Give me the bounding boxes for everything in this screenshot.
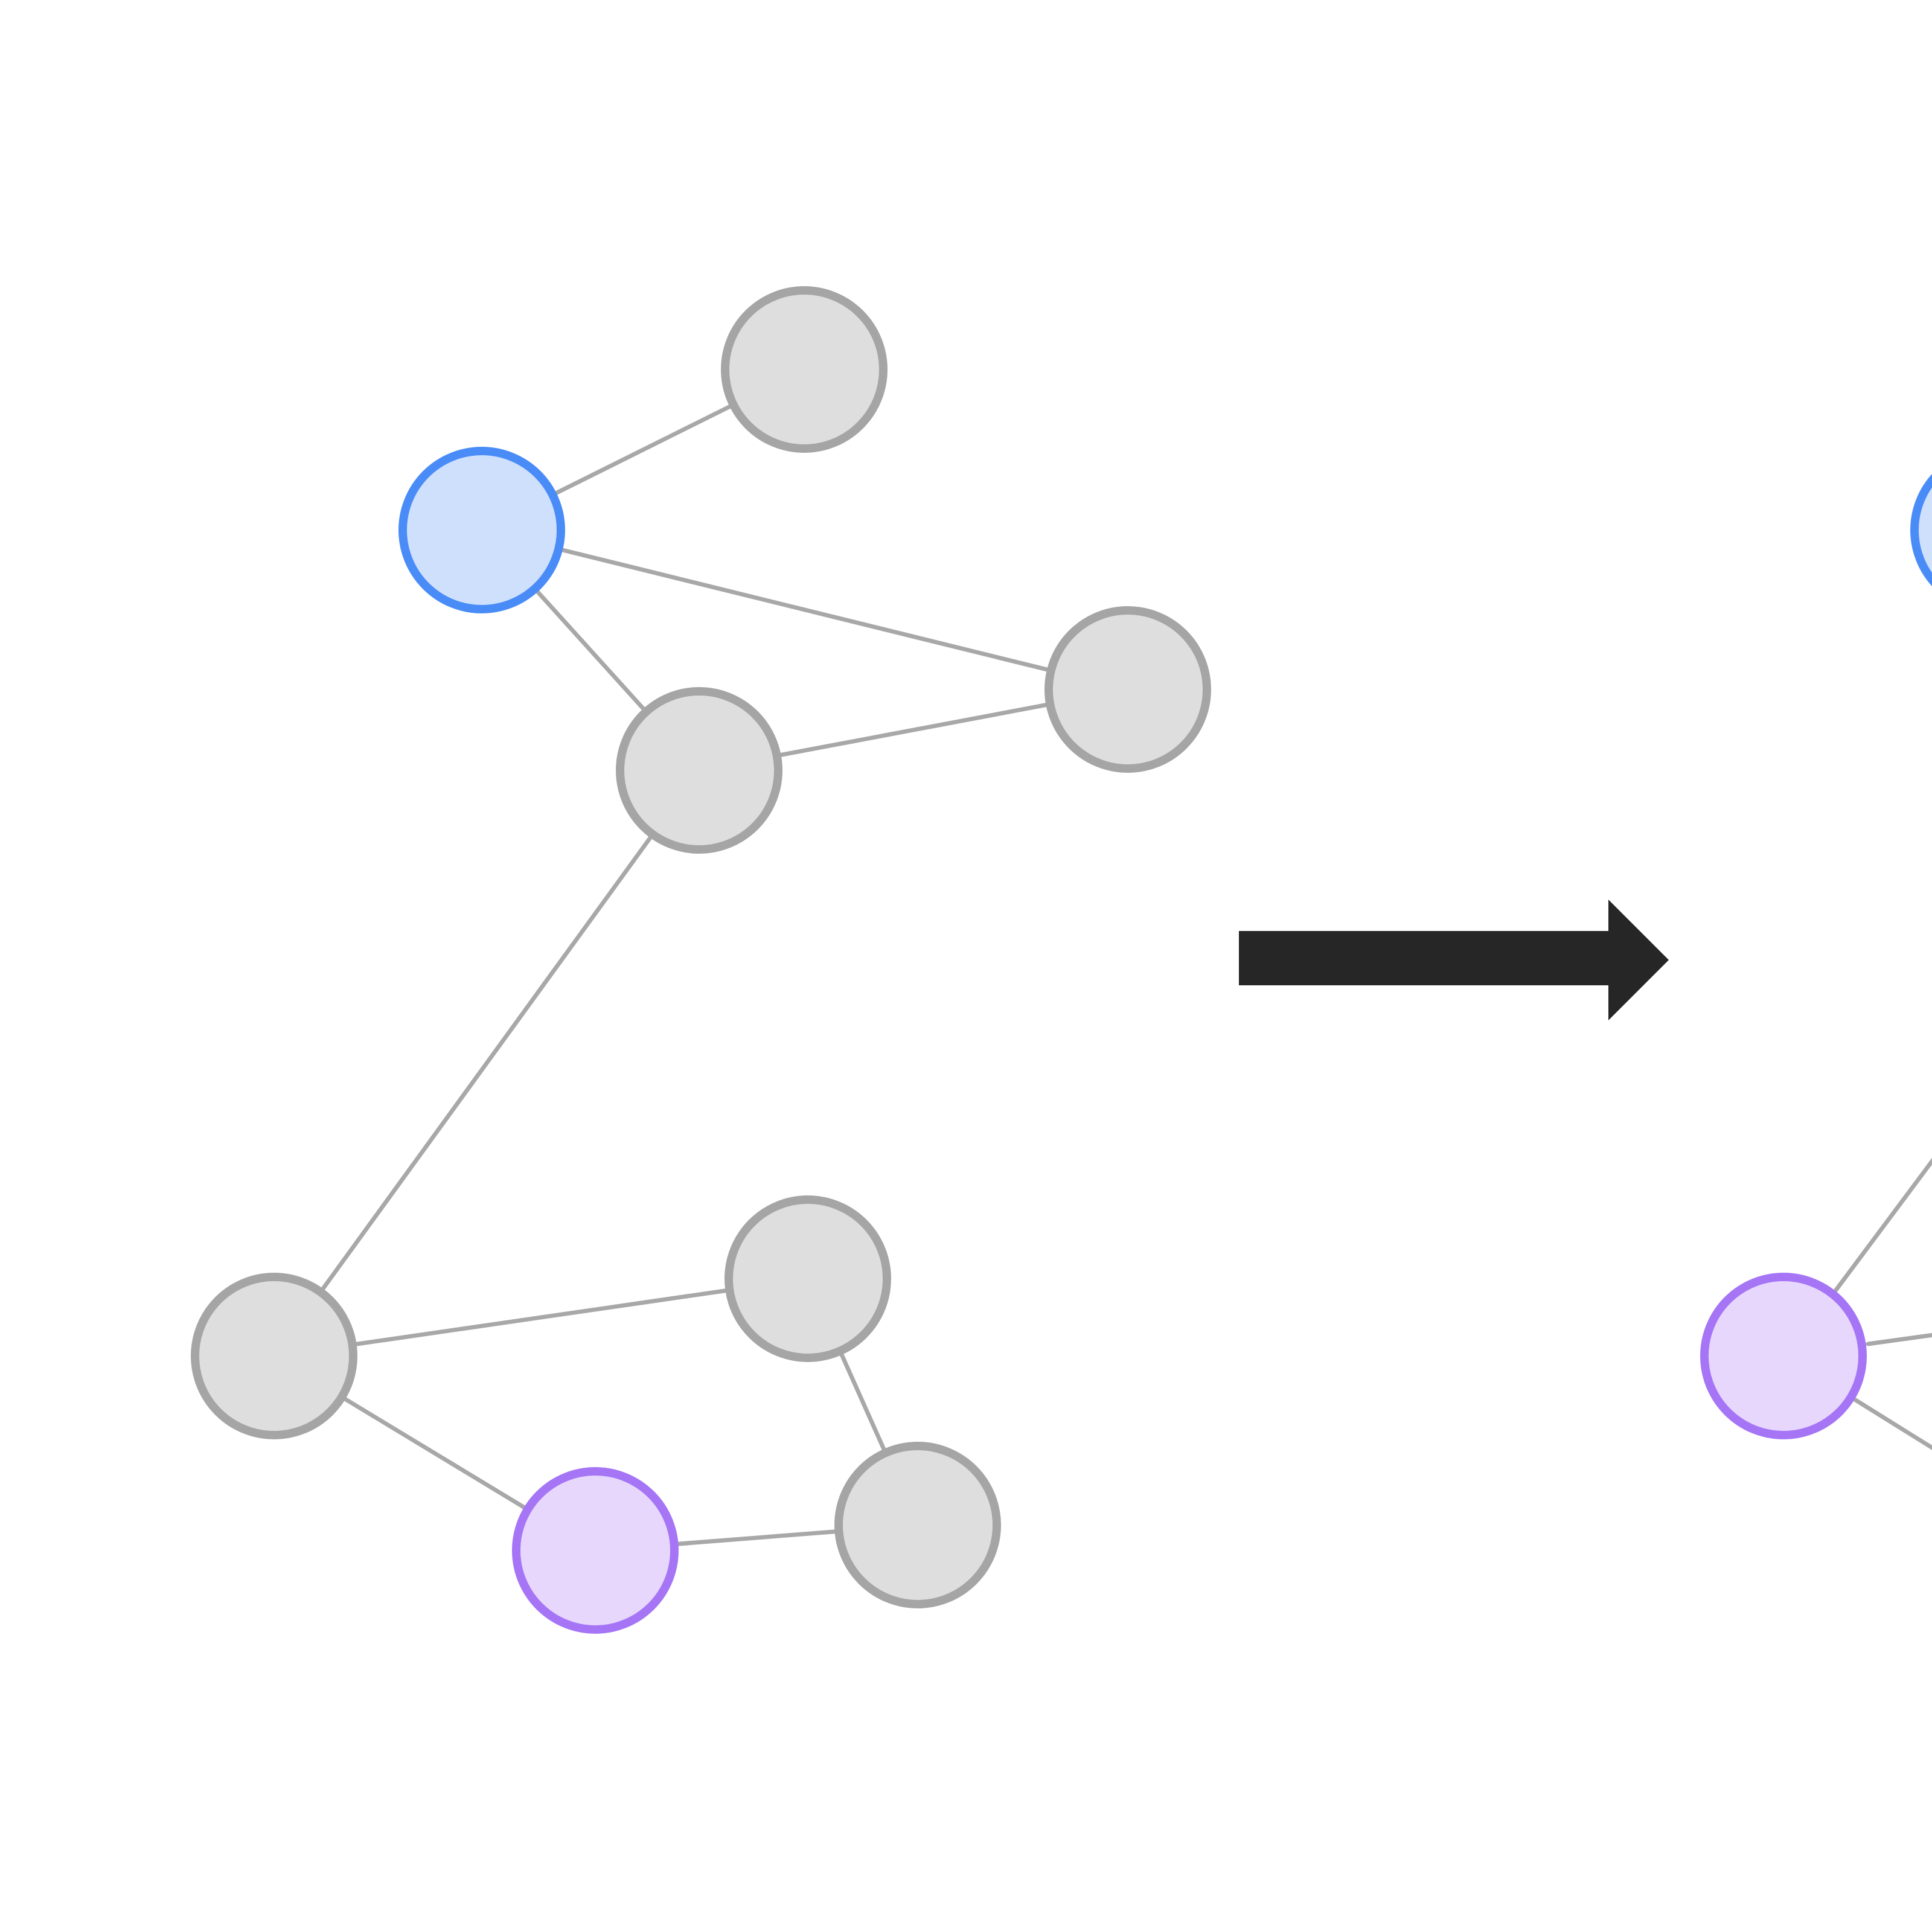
edge-n4-n5: [272, 768, 702, 1358]
edge-n1-n3: [479, 528, 1130, 692]
edge-partial-up: [1829, 1157, 1932, 1298]
graph-node: [834, 1442, 1001, 1608]
graph-node: [191, 1273, 357, 1439]
right-arrow-icon: [1239, 900, 1669, 1020]
graph-node: [721, 286, 888, 453]
transition-arrow: [1239, 900, 1669, 1020]
edge-n5-n6: [272, 1276, 810, 1358]
source-node: [398, 447, 565, 613]
target-node-after: [1700, 1273, 1867, 1439]
before-graph-nodes: [191, 286, 1211, 1634]
after-graph-visible-part: [1700, 474, 1932, 1450]
edge-partial-right: [1866, 1332, 1932, 1346]
graph-node: [1044, 606, 1211, 773]
before-graph: [191, 286, 1211, 1634]
graph-node: [724, 1195, 891, 1362]
edge-partial-down: [1852, 1397, 1932, 1450]
graph-node: [616, 687, 782, 854]
target-node: [512, 1467, 679, 1634]
source-node-partial: [1910, 474, 1932, 586]
